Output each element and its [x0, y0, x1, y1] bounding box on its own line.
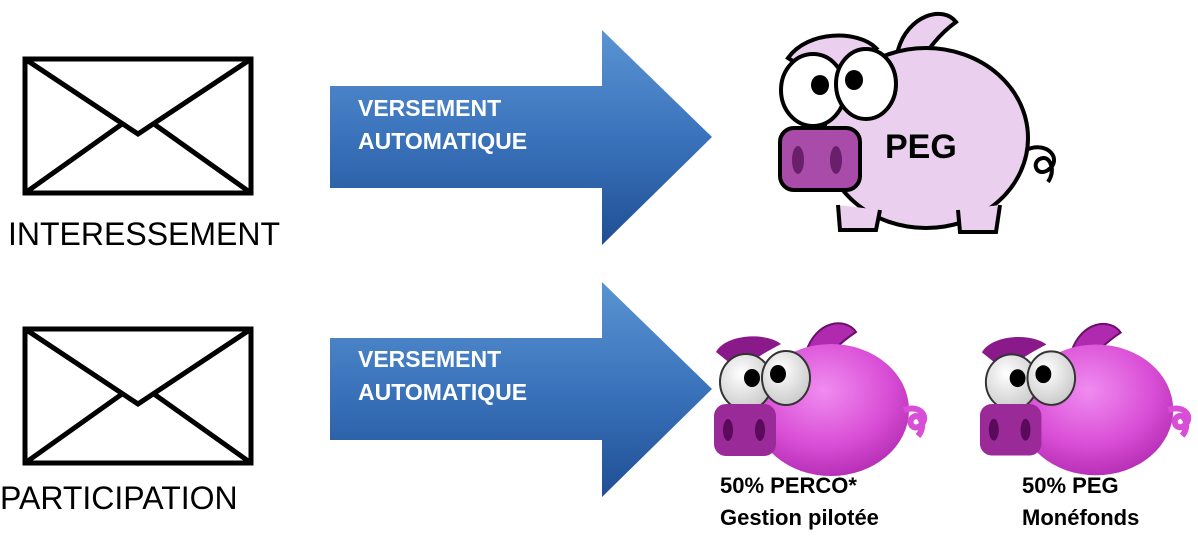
arrow-text: VERSEMENT AUTOMATIQUE: [358, 92, 527, 158]
arrow-icon: [330, 30, 712, 245]
source-label: INTERESSEMENT: [8, 216, 281, 252]
pig-caption-line1: 50% PEG: [1022, 473, 1119, 498]
source-label: PARTICIPATION: [0, 480, 238, 516]
arrow-text-line2: AUTOMATIQUE: [358, 128, 528, 154]
arrow-text-line1: VERSEMENT: [358, 346, 502, 372]
pig-caption-line1: 50% PERCO*: [720, 473, 857, 498]
pig-caption: 50% PERCO* Gestion pilotée: [720, 470, 879, 534]
pig-caption-line2: Monéfonds: [1022, 505, 1140, 530]
arrow-text: VERSEMENT AUTOMATIQUE: [358, 343, 527, 409]
piggy-bank-icon: [714, 322, 928, 476]
pig-label: PEG: [885, 128, 957, 166]
arrow-text-line2: AUTOMATIQUE: [358, 379, 528, 405]
piggy-bank-icon: [778, 11, 1056, 234]
piggy-bank-icon: [979, 323, 1192, 476]
pig-caption-line2: Gestion pilotée: [720, 505, 879, 530]
arrow-text-line1: VERSEMENT: [358, 95, 502, 121]
pig-caption: 50% PEG Monéfonds: [1022, 470, 1139, 534]
envelope-icon: [22, 326, 254, 466]
arrow-icon: [330, 282, 712, 497]
envelope-icon: [22, 56, 254, 196]
